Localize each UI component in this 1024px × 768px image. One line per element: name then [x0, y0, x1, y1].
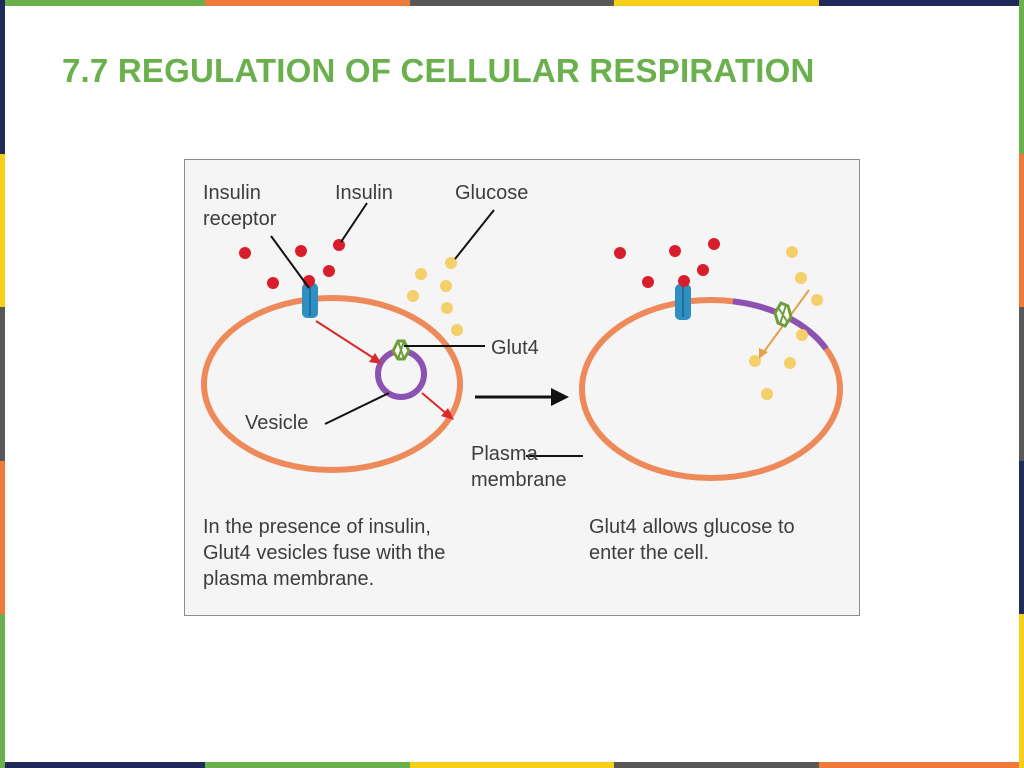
glut4-transporter-icon — [391, 339, 411, 361]
top-frame-stripe — [205, 0, 410, 6]
left-frame-stripe — [0, 614, 5, 768]
glucose-leader-line — [454, 209, 495, 260]
right-frame-stripe — [1019, 154, 1024, 308]
vesicle-movement-arrowhead — [369, 353, 382, 364]
glucose-label: Glucose — [455, 182, 529, 204]
left-cell-membrane — [201, 295, 463, 473]
glut4-diagram-figure: Insulin receptor Insulin Glucose Glut4 V… — [184, 159, 860, 616]
insulin-molecule — [678, 275, 690, 287]
right-caption: Glut4 allows glucose to enter the cell. — [589, 516, 795, 564]
vesicle-movement-arrow — [315, 320, 376, 360]
right-frame-stripe — [1019, 461, 1024, 615]
bottom-frame-stripe — [205, 762, 410, 768]
glucose-molecule — [440, 280, 452, 292]
glucose-molecule — [784, 357, 796, 369]
right-frame-stripe — [1019, 0, 1024, 154]
insulin-molecule — [708, 238, 720, 250]
left-frame-stripe — [0, 0, 5, 154]
receptor-leader-line — [270, 235, 310, 289]
bottom-frame-stripe — [410, 762, 615, 768]
insulin-molecule — [642, 276, 654, 288]
vesicle-fusion-arrow — [421, 392, 449, 416]
insulin-label: Insulin — [335, 182, 393, 204]
glucose-molecule — [451, 324, 463, 336]
glucose-molecule — [795, 272, 807, 284]
right-cell-membrane — [579, 297, 843, 481]
glucose-transport-arrowhead — [759, 348, 768, 359]
plasma-membrane-label: Plasma membrane — [471, 443, 567, 491]
insulin-leader-line — [340, 202, 368, 243]
vesicle-label: Vesicle — [245, 412, 309, 434]
glut4-transporter-membrane-icon — [773, 301, 793, 328]
right-frame-stripe — [1019, 614, 1024, 768]
glucose-molecule — [415, 268, 427, 280]
insulin-molecule — [295, 245, 307, 257]
insulin-molecule — [267, 277, 279, 289]
insulin-molecule — [333, 239, 345, 251]
glucose-molecule — [749, 355, 761, 367]
insulin-receptor-label: Insulin receptor — [203, 182, 277, 230]
vesicle-fusion-arrowhead — [441, 408, 454, 420]
glucose-molecule — [796, 329, 808, 341]
glucose-molecule — [786, 246, 798, 258]
top-frame-stripe — [819, 0, 1024, 6]
insulin-molecule — [697, 264, 709, 276]
top-frame-stripe — [614, 0, 819, 6]
glucose-molecule — [441, 302, 453, 314]
glut4-diagram-svg — [201, 202, 843, 481]
bottom-frame-stripe — [819, 762, 1024, 768]
left-frame-stripe — [0, 154, 5, 308]
top-frame-stripe — [410, 0, 615, 6]
process-arrowhead — [551, 388, 569, 406]
glucose-molecule — [445, 257, 457, 269]
insulin-molecule — [614, 247, 626, 259]
left-caption: In the presence of insulin, Glut4 vesicl… — [203, 516, 446, 590]
right-frame-stripe — [1019, 307, 1024, 461]
bottom-frame-stripe — [614, 762, 819, 768]
left-frame-stripe — [0, 307, 5, 461]
top-frame-stripe — [0, 0, 205, 6]
glucose-molecule — [761, 388, 773, 400]
insulin-molecule — [239, 247, 251, 259]
bottom-frame-stripe — [0, 762, 205, 768]
glucose-molecule — [407, 290, 419, 302]
glucose-molecule — [811, 294, 823, 306]
slide-title: 7.7 REGULATION OF CELLULAR RESPIRATION — [62, 52, 815, 89]
vesicle-leader-line — [324, 392, 390, 425]
glut4-label: Glut4 — [491, 337, 539, 359]
insulin-molecule — [669, 245, 681, 257]
insulin-molecule — [323, 265, 335, 277]
left-frame-stripe — [0, 461, 5, 615]
